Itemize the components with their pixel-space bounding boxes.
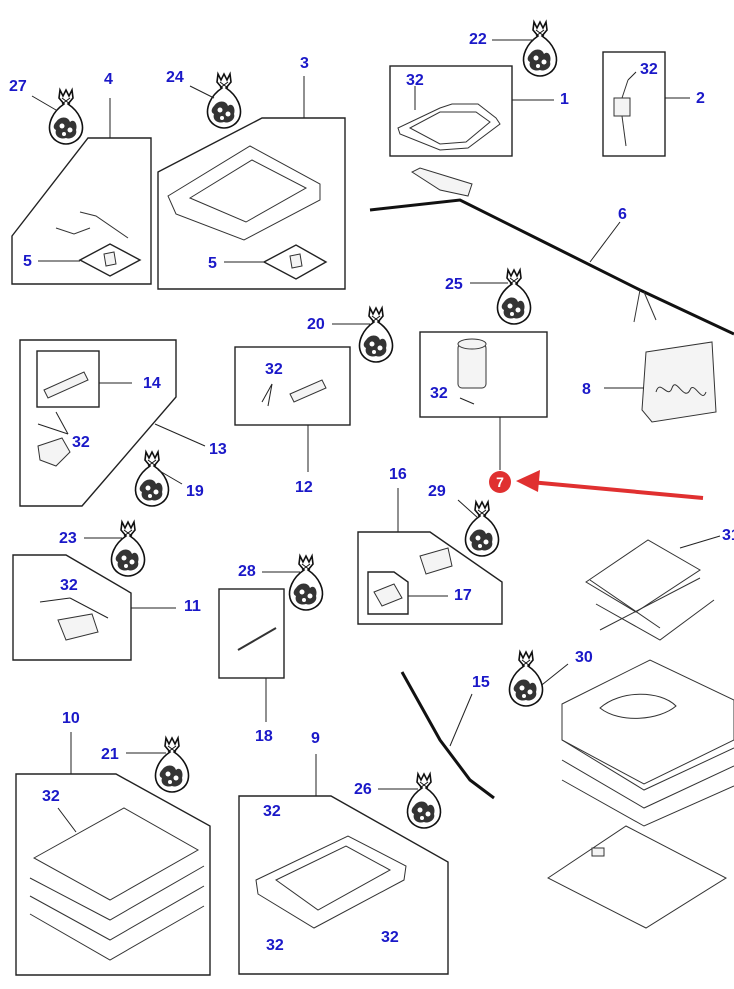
highlighted-callout-7[interactable]: 7	[489, 471, 511, 493]
callout-31[interactable]: 31	[722, 527, 734, 544]
bag-30	[508, 651, 544, 707]
callout-32[interactable]: 32	[263, 803, 281, 820]
callout-32[interactable]: 32	[60, 577, 78, 594]
callout-28[interactable]: 28	[238, 563, 256, 580]
callout-20[interactable]: 20	[307, 316, 325, 333]
callout-9[interactable]: 9	[311, 730, 320, 747]
bag-27	[31, 89, 84, 145]
callout-24[interactable]: 24	[166, 69, 184, 86]
bag-29	[457, 499, 500, 557]
scissor-assembly-31	[585, 535, 721, 641]
callout-5[interactable]: 5	[23, 253, 32, 270]
cable-15	[400, 671, 495, 800]
bag-19	[134, 451, 183, 507]
callout-11[interactable]: 11	[184, 598, 201, 615]
callout-16[interactable]: 16	[389, 466, 407, 483]
callout-2[interactable]: 2	[696, 90, 705, 107]
callout-23[interactable]: 23	[59, 530, 77, 547]
callout-32[interactable]: 32	[430, 385, 448, 402]
callout-32[interactable]: 32	[406, 72, 424, 89]
callout-27[interactable]: 27	[9, 78, 27, 95]
bag-25	[470, 269, 532, 325]
callout-13[interactable]: 13	[209, 441, 227, 458]
bag-28	[262, 555, 324, 611]
callout-32[interactable]: 32	[640, 61, 658, 78]
group-16-box	[357, 488, 503, 625]
bag-26	[378, 773, 442, 829]
bag-24	[189, 73, 242, 129]
callout-18[interactable]: 18	[255, 728, 273, 745]
group-1-box	[389, 65, 554, 157]
group-8-bag	[604, 341, 717, 423]
callout-32[interactable]: 32	[381, 929, 399, 946]
callout-29[interactable]: 29	[428, 483, 446, 500]
callout-32[interactable]: 32	[72, 434, 90, 451]
group-7-box	[419, 331, 704, 500]
seat-suspension-assembly	[537, 659, 734, 827]
callout-8[interactable]: 8	[582, 381, 591, 398]
group-11-box	[12, 554, 176, 661]
group-3-box	[157, 76, 346, 290]
bag-21	[126, 737, 190, 793]
group-9-box	[238, 754, 449, 975]
callout-32[interactable]: 32	[265, 361, 283, 378]
group-4-box	[11, 98, 152, 285]
group-13-box	[19, 339, 206, 507]
callout-22[interactable]: 22	[469, 31, 487, 48]
base-plate	[547, 825, 728, 929]
bag-20	[332, 307, 394, 363]
callout-14[interactable]: 14	[143, 375, 161, 392]
bag-23	[84, 521, 146, 577]
callout-12[interactable]: 12	[295, 479, 313, 496]
callout-25[interactable]: 25	[445, 276, 463, 293]
callout-10[interactable]: 10	[62, 710, 80, 727]
callout-4[interactable]: 4	[104, 71, 113, 88]
callout-3[interactable]: 3	[300, 55, 309, 72]
callout-17[interactable]: 17	[454, 587, 472, 604]
callout-32[interactable]: 32	[266, 937, 284, 954]
callout-19[interactable]: 19	[186, 483, 204, 500]
group-10-box	[15, 732, 211, 976]
callout-6[interactable]: 6	[618, 206, 627, 223]
callout-21[interactable]: 21	[101, 746, 119, 763]
group-18-box	[218, 588, 285, 722]
group-12-box	[234, 346, 351, 472]
callout-32[interactable]: 32	[42, 788, 60, 805]
harness-6	[369, 167, 734, 336]
callout-5[interactable]: 5	[208, 255, 217, 272]
callout-1[interactable]: 1	[560, 91, 569, 108]
group-2-box	[602, 51, 690, 157]
bag-22	[492, 21, 558, 77]
callout-15[interactable]: 15	[472, 674, 490, 691]
callout-26[interactable]: 26	[354, 781, 372, 798]
callout-30[interactable]: 30	[575, 649, 593, 666]
